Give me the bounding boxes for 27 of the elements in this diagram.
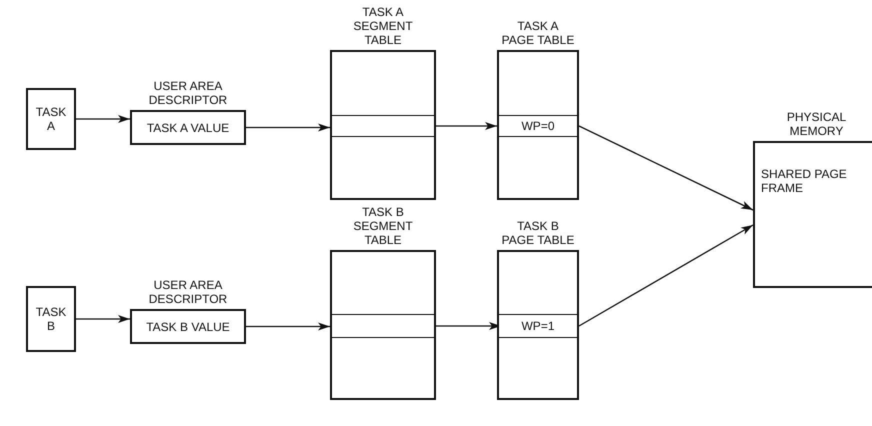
box-label: TASK B: [34, 305, 68, 333]
process-box: [26, 88, 76, 150]
process-box: [26, 286, 76, 352]
table-entry: [497, 115, 579, 137]
heading-label: TASK A PAGE TABLE: [500, 19, 576, 47]
arrow: [436, 122, 497, 130]
table-entry: [497, 314, 579, 338]
arrow: [578, 224, 754, 327]
heading-label: USER AREA DESCRIPTOR: [148, 278, 228, 306]
heading-label: PHYSICAL MEMORY: [786, 110, 848, 138]
box-label: TASK A: [34, 105, 68, 133]
heading-label: TASK A SEGMENT TABLE: [352, 5, 414, 47]
table-entry: [330, 115, 436, 137]
box-label: TASK A VALUE: [146, 120, 230, 134]
heading-label: TASK B PAGE TABLE: [500, 219, 576, 247]
arrow: [246, 124, 330, 132]
heading-label: TASK B SEGMENT TABLE: [352, 205, 414, 247]
arrow: [76, 115, 130, 123]
box-label: SHARED PAGE FRAME: [761, 167, 848, 195]
heading-label: USER AREA DESCRIPTOR: [148, 79, 228, 107]
arrow: [578, 125, 754, 211]
arrow: [76, 315, 130, 323]
table-entry: [330, 314, 436, 338]
arrow: [246, 322, 330, 330]
box-label: WP=0: [521, 119, 554, 133]
box-label: TASK B VALUE: [146, 320, 230, 334]
box-label: WP=1: [521, 319, 554, 333]
